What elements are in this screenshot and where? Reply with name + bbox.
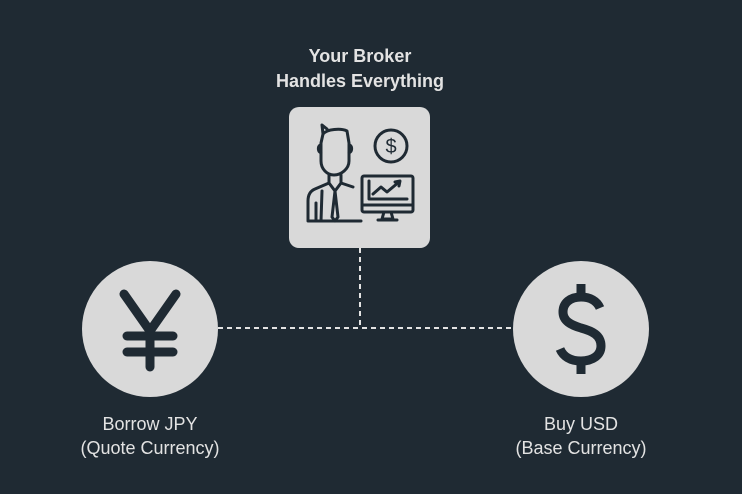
title-line-1: Your Broker (308, 46, 412, 66)
broker-title: Your Broker Handles Everything (230, 44, 490, 94)
dollar-label-line-1: Buy USD (543, 414, 619, 434)
broker-with-chart-icon: $ (306, 123, 415, 223)
dollar-node (513, 261, 649, 397)
dollar-label: Buy USD (Base Currency) (471, 412, 691, 460)
yen-label: Borrow JPY (Quote Currency) (40, 412, 260, 460)
svg-text:$: $ (385, 136, 396, 158)
broker-node: $ (289, 107, 430, 248)
title-line-2: Handles Everything (275, 71, 445, 91)
yen-label-line-2: (Quote Currency) (80, 438, 220, 458)
yen-icon (119, 289, 181, 372)
yen-node (82, 261, 218, 397)
yen-label-line-1: Borrow JPY (102, 414, 198, 434)
dollar-icon (555, 284, 606, 374)
dollar-label-line-2: (Base Currency) (515, 438, 647, 458)
